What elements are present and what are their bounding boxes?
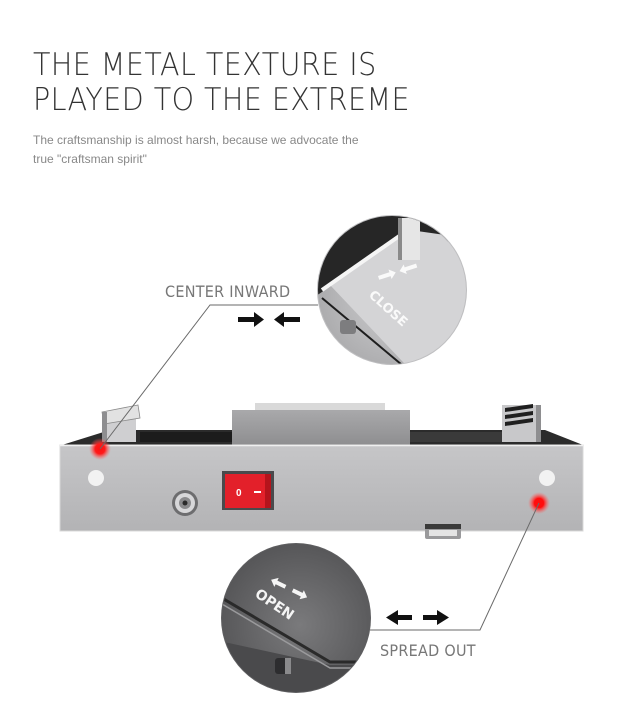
dc-power-jack[interactable] [172, 490, 198, 516]
title-line-2: PLAYED TO THE EXTREME [33, 82, 410, 118]
subtitle: The craftsmanship is almost harsh, becau… [33, 131, 393, 169]
right-clamp [502, 404, 541, 442]
spread-out-label: SPREAD OUT [380, 641, 476, 660]
page-title: THE METAL TEXTURE IS PLAYED TO THE EXTRE… [33, 48, 447, 118]
power-switch[interactable]: 0 [222, 471, 274, 510]
open-detail-lens: OPEN [221, 543, 371, 693]
center-inward-arrows-icon [238, 312, 300, 327]
white-button-right[interactable] [539, 470, 555, 486]
subtitle-line-2: true "craftsman spirit" [33, 152, 147, 166]
center-plate-top [255, 403, 385, 410]
center-inward-leader-line [99, 304, 318, 450]
title-line-1: THE METAL TEXTURE IS [33, 47, 377, 83]
switch-label: 0 [236, 488, 242, 499]
spread-out-arrows-icon [386, 610, 449, 625]
spread-out-leader-line [370, 502, 540, 631]
device-body [59, 444, 584, 532]
subtitle-line-1: The craftsmanship is almost harsh, becau… [33, 133, 359, 147]
center-plate [232, 410, 410, 445]
adjustment-knob[interactable] [425, 524, 461, 539]
left-clamp [101, 404, 141, 442]
close-detail-lens: CLOSE [317, 215, 467, 365]
center-inward-label: CENTER INWARD [165, 282, 291, 301]
white-button-left[interactable] [88, 470, 104, 486]
